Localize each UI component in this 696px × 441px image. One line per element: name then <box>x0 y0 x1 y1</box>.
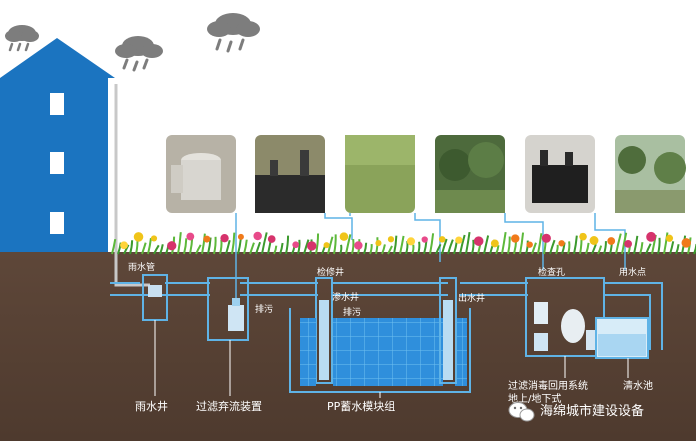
photo-storage-box <box>525 135 595 213</box>
photo-buried-tank <box>255 135 325 213</box>
downpipe <box>114 84 150 287</box>
filter-diversion-device <box>207 277 249 341</box>
watermark: 海绵城市建设设备 <box>508 402 644 422</box>
photo-garden-path <box>615 135 686 213</box>
label-check-hole: 检查孔 <box>538 266 565 278</box>
label-drain-2: 排污 <box>343 306 361 318</box>
label-leader-lines <box>154 320 629 398</box>
label-filter-device: 过滤弃流装置 <box>196 399 262 413</box>
pp-storage-module <box>289 308 471 393</box>
rain-cloud-icon <box>5 25 39 52</box>
label-inspection-well: 检修井 <box>317 266 344 278</box>
house-building <box>0 38 115 252</box>
wechat-icon <box>508 402 535 422</box>
label-rain-pipe: 雨水管 <box>128 261 155 273</box>
label-drain-1: 排污 <box>255 303 273 315</box>
label-pp-module: PP蓄水模块组 <box>327 399 395 413</box>
photo-filter-device <box>166 135 236 213</box>
label-water-point: 用水点 <box>619 266 646 278</box>
rain-cloud-icon <box>207 13 260 53</box>
flower-grass-strip <box>111 231 696 255</box>
photo-trees-shrubs <box>435 135 505 213</box>
outflow-well <box>439 277 457 384</box>
label-reuse-system-line1: 过滤消毒回用系统 <box>508 379 588 392</box>
label-reuse-system-line2: 地上/地下式 <box>508 392 561 405</box>
label-seepage-well: 渗水井 <box>332 291 359 303</box>
clear-water-pool <box>595 317 649 359</box>
label-rain-well: 雨水井 <box>135 399 168 413</box>
pipe-network <box>110 282 663 350</box>
photo-grass-lawn <box>345 135 415 213</box>
label-clear-pool: 清水池 <box>623 379 653 392</box>
rain-cloud-icon <box>115 36 163 72</box>
label-outflow-well: 出水井 <box>458 292 485 304</box>
watermark-text: 海绵城市建设设备 <box>540 403 644 419</box>
